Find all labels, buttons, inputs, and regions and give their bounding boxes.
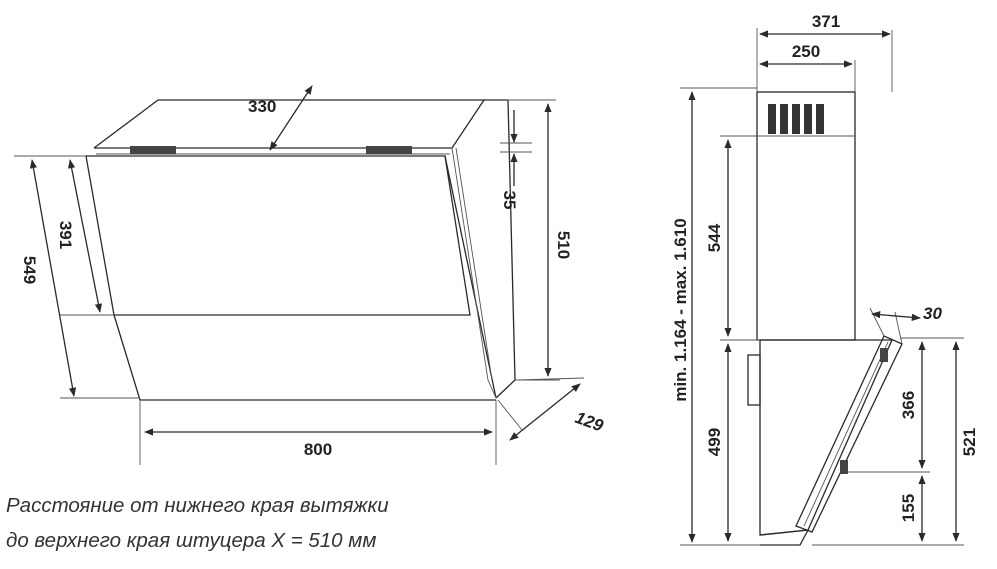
caption: Расстояние от нижнего края вытяжки до ве… bbox=[6, 488, 566, 558]
dim-line-30 bbox=[871, 311, 921, 321]
vent-grille-icon bbox=[768, 104, 824, 134]
mount-clip-right bbox=[366, 146, 412, 154]
dim-330: 330 bbox=[248, 97, 276, 116]
front-view: 330 549 391 35 510 800 129 bbox=[14, 85, 607, 465]
dim-line-129 bbox=[509, 383, 581, 441]
dim-499: 499 bbox=[705, 428, 724, 456]
dim-366: 366 bbox=[899, 391, 918, 419]
dim-line-391 bbox=[68, 159, 102, 313]
dim-371: 371 bbox=[812, 12, 840, 31]
angled-glass-panel bbox=[795, 335, 903, 533]
dim-129: 129 bbox=[573, 408, 607, 436]
side-panel bbox=[484, 99, 516, 399]
dim-250: 250 bbox=[792, 42, 820, 61]
dim-35: 35 bbox=[500, 191, 519, 210]
dim-544: 544 bbox=[705, 223, 724, 252]
dim-range: min. 1.164 - max. 1.610 bbox=[671, 218, 690, 401]
dim-30: 30 bbox=[923, 304, 942, 323]
dim-155: 155 bbox=[899, 494, 918, 522]
dim-line-330 bbox=[269, 85, 313, 151]
glass-panel bbox=[85, 155, 471, 316]
dim-800: 800 bbox=[304, 440, 332, 459]
dim-510: 510 bbox=[554, 231, 573, 259]
dim-521: 521 bbox=[960, 428, 979, 456]
dim-549: 549 bbox=[20, 256, 39, 284]
caption-line-2: до верхнего края штуцера X = 510 мм bbox=[6, 529, 377, 552]
side-bracket bbox=[747, 354, 761, 406]
top-housing-outline bbox=[93, 99, 486, 149]
dim-391: 391 bbox=[56, 221, 75, 249]
hood-body bbox=[759, 339, 893, 536]
caption-line-1: Расстояние от нижнего края вытяжки bbox=[6, 494, 389, 517]
side-view: 371 250 min. 1.164 - max. 1.610 544 499 … bbox=[671, 12, 979, 546]
mount-clip-left bbox=[130, 146, 176, 154]
dim-line-549 bbox=[29, 159, 77, 397]
